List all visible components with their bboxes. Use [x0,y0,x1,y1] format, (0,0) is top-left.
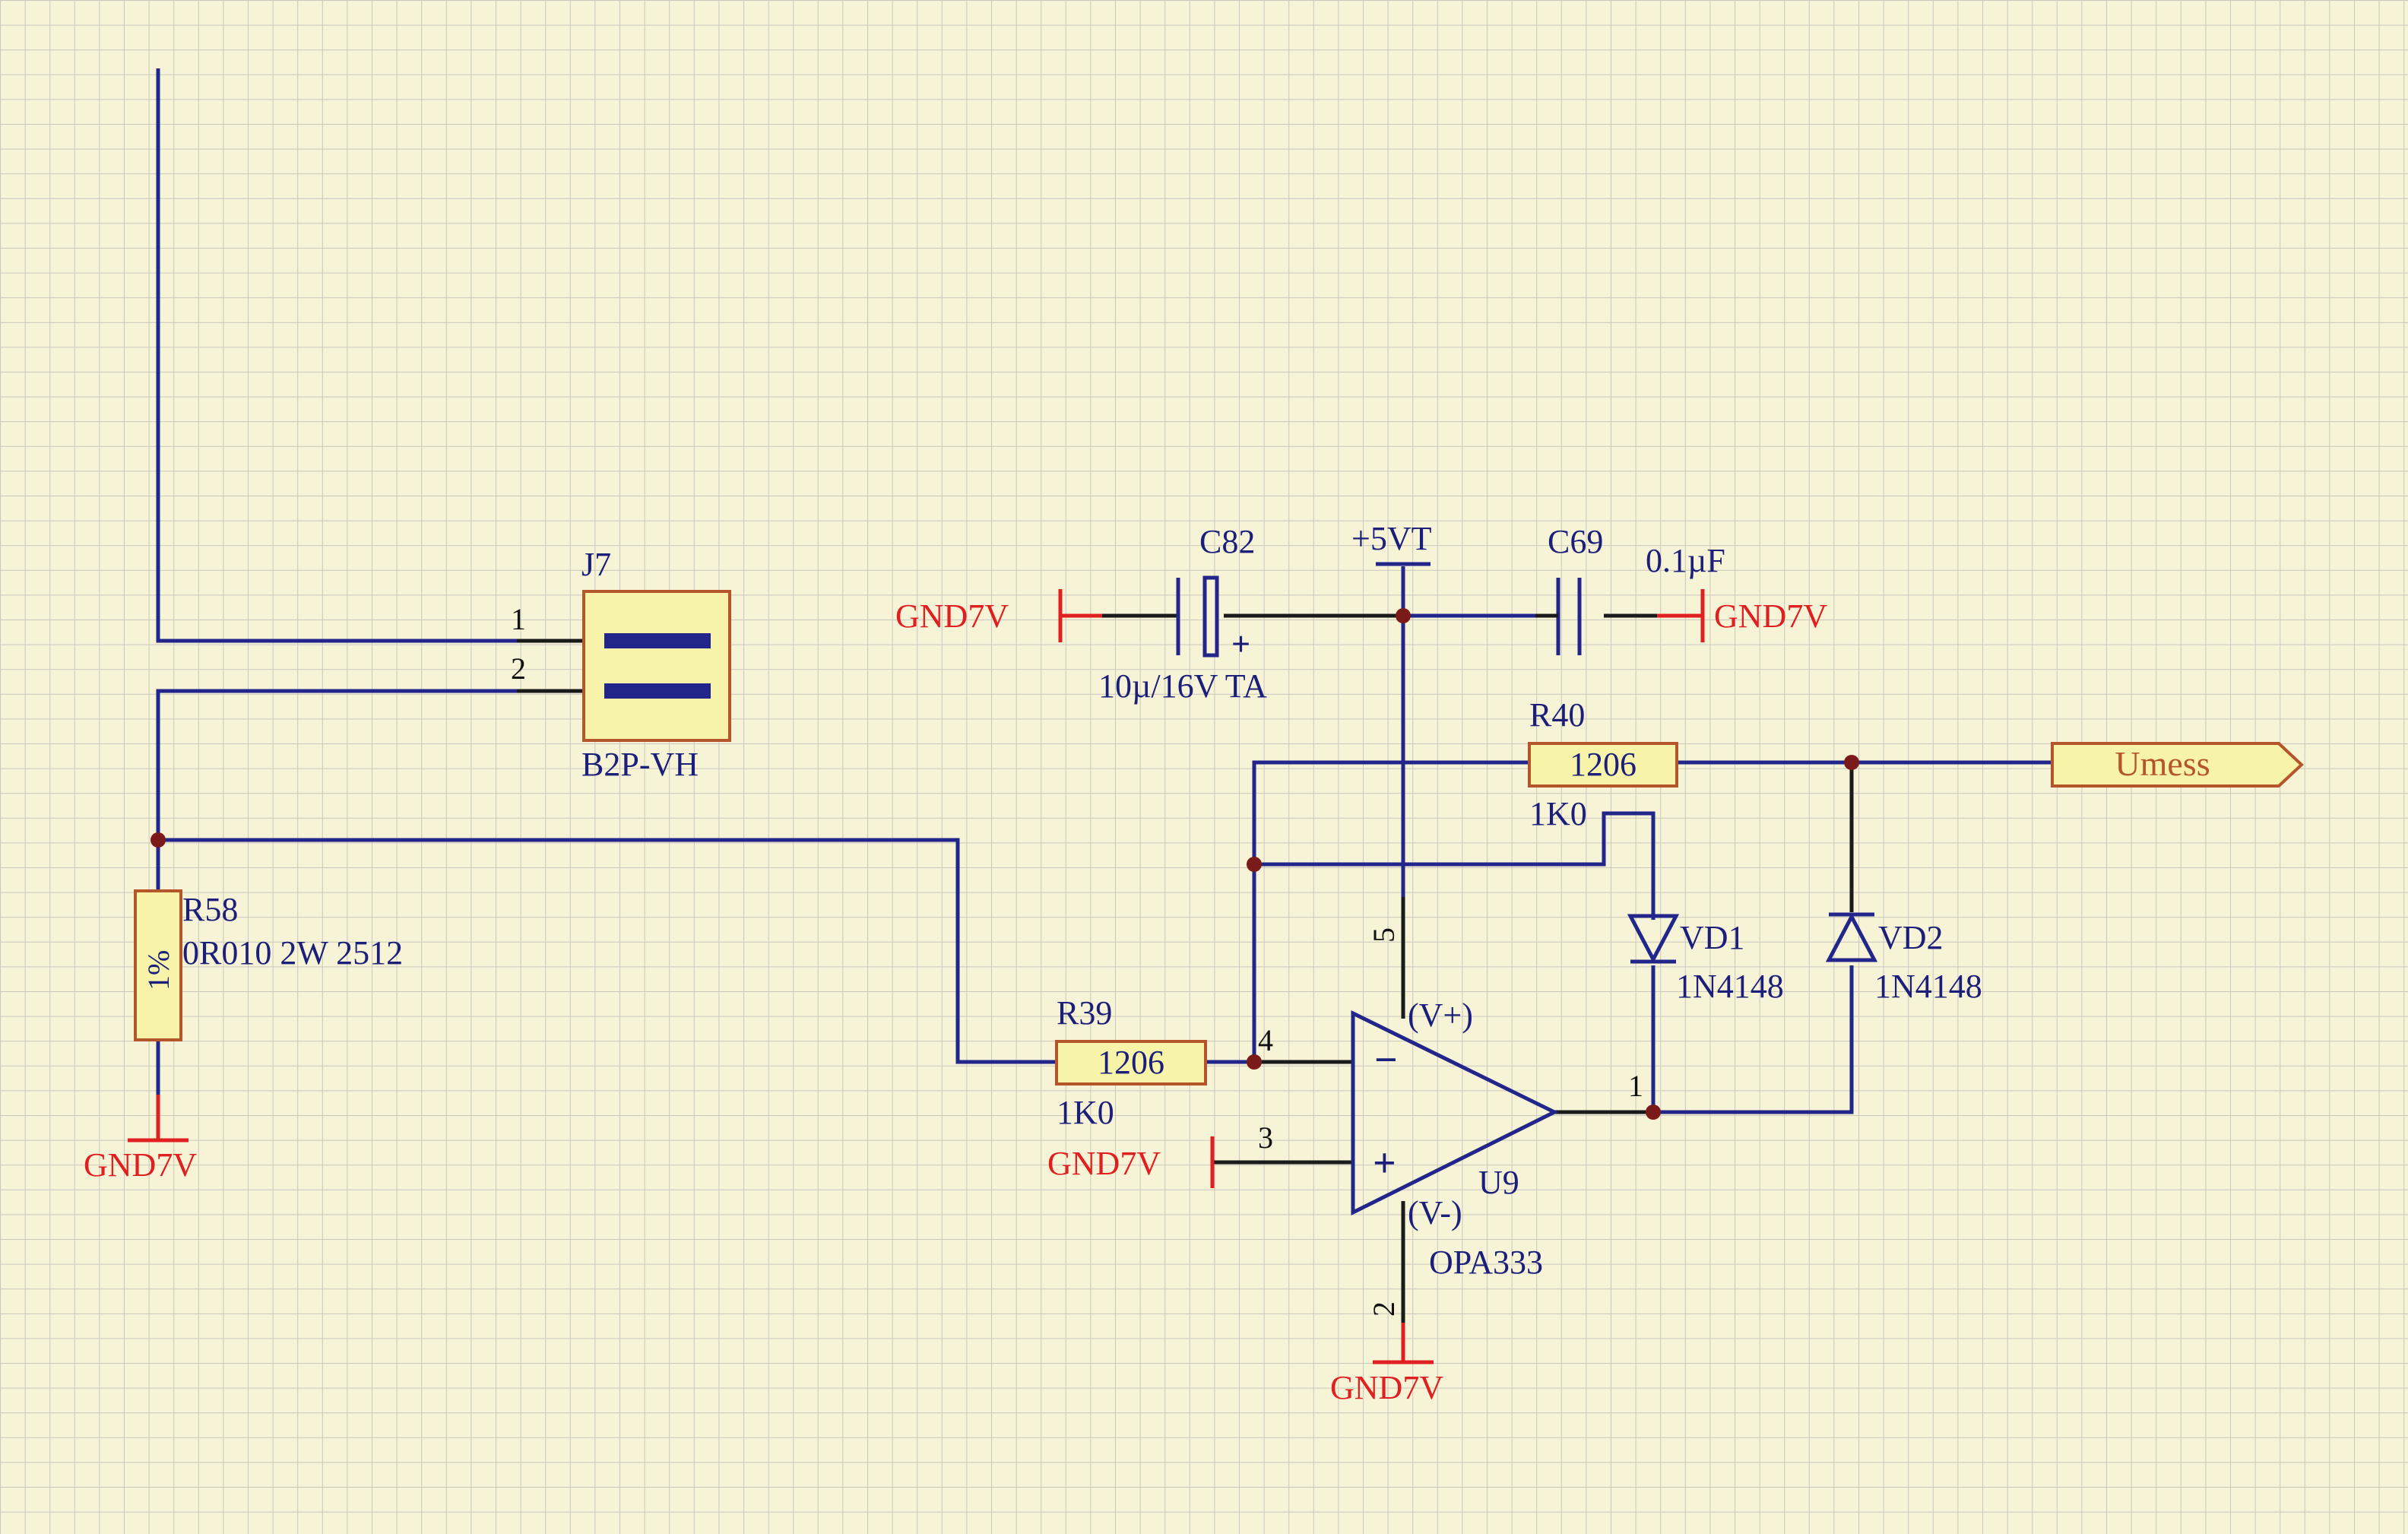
gnd-symbol-u9: GND7V [1330,1323,1443,1406]
r39-ref: R39 [1057,994,1112,1032]
r39-body [1055,1040,1207,1086]
u9-pin3: 3 [1258,1120,1273,1155]
diode-vd1[interactable]: VD1 1N4148 [1627,914,1784,1005]
wires [156,68,2052,1361]
resistor-r39[interactable]: 1206 R39 1K0 [1055,994,1207,1131]
diode-vd2[interactable]: VD2 1N4148 [1825,912,1982,1005]
vd2-ref: VD2 [1878,919,1944,956]
connector-j7[interactable]: J7 B2P-VH 1 2 [511,546,731,783]
gnd-label: GND7V [1047,1145,1161,1182]
junction-dot [1844,755,1859,770]
c82-polarity: + [1231,626,1250,663]
j7-body [582,590,731,742]
gnd-label: GND7V [1330,1369,1443,1406]
gnd-bar [128,1095,189,1143]
u9-value: OPA333 [1429,1244,1543,1281]
supply-label: +5VT [1351,520,1432,557]
u9-vminus-label: (V-) [1408,1194,1462,1231]
j7-pin2-number: 2 [511,651,526,686]
u9-triangle [1351,1009,1559,1216]
power-supply-5vt: +5VT [1351,520,1432,566]
gnd-label: GND7V [84,1146,197,1184]
r58-body-text: 1% [141,950,176,990]
j7-pin1-bar [604,633,711,648]
capacitor-c69[interactable]: C69 0.1µF [1535,523,1725,655]
r40-value: 1K0 [1529,795,1587,832]
gnd-symbol-c82: GND7V [895,589,1102,642]
vd2-triangle [1825,912,1878,962]
j7-value: B2P-VH [581,746,699,783]
junction-dot [150,832,166,848]
capacitor-c82[interactable]: + C82 10µ/16V TA [1098,523,1267,705]
j7-pin2-bar [604,683,711,699]
c69-ref: C69 [1548,523,1603,560]
vd2-value: 1N4148 [1874,968,1982,1005]
r58-value: 0R010 2W 2512 [182,934,403,971]
u9-plus-sign: + [1373,1140,1396,1186]
u9-pin2: 2 [1367,1301,1401,1317]
junction-dot [1396,608,1411,623]
gnd-label: GND7V [895,597,1009,635]
vd1-ref: VD1 [1680,919,1745,956]
u9-vplus-label: (V+) [1408,997,1473,1034]
junction-dot [1247,857,1262,872]
u9-pin1: 1 [1628,1069,1643,1103]
j7-pin1-number: 1 [511,602,526,636]
r39-value: 1K0 [1057,1094,1114,1131]
gnd-symbol-r58: GND7V [84,1095,197,1184]
wire-vd2-bottom [1653,965,1854,1114]
wire-j7-pin2 [156,689,517,840]
opamp-u9[interactable]: − + (V+) (V-) U9 OPA333 4 3 1 5 2 [1258,927,1643,1317]
gnd-label: GND7V [1714,597,1827,635]
wire-input-top [156,68,517,643]
wire-shunt-to-r39 [158,838,1057,1064]
vd1-value: 1N4148 [1676,968,1784,1005]
r40-ref: R40 [1529,696,1585,734]
u9-minus-sign: − [1374,1037,1398,1082]
port-shape [2051,742,2304,788]
wire-feedback-left [1252,760,1529,1062]
r58-ref: R58 [182,891,238,928]
junction-dot [1646,1105,1661,1120]
wire-feedback-vd1 [1254,811,1656,920]
resistor-r40[interactable]: 1206 R40 1K0 [1528,696,1678,832]
j7-ref: J7 [581,546,611,583]
c82-plate-right [1202,575,1219,658]
c69-value: 0.1µF [1646,542,1725,579]
u9-pin4: 4 [1258,1023,1273,1057]
c82-value: 10µ/16V TA [1098,667,1267,705]
r40-body [1528,742,1678,788]
c82-ref: C82 [1199,523,1255,560]
gnd-bar [1657,589,1705,642]
r39-body-text: 1206 [1098,1044,1164,1081]
port-umess[interactable]: Umess [2051,742,2304,788]
port-label: Umess [2115,744,2210,783]
r58-body [134,889,182,1041]
junction-dot [1247,1054,1262,1070]
u9-pin5: 5 [1367,927,1401,943]
resistor-r58[interactable]: 1% R58 0R010 2W 2512 [134,889,403,1041]
junctions [150,608,1859,1120]
gnd-bar [1373,1323,1434,1364]
r40-body-text: 1206 [1570,746,1636,783]
gnd-bar [1058,589,1102,642]
gnd-symbol-u9-in: GND7V [1047,1136,1215,1188]
gnd-symbol-c69: GND7V [1657,589,1827,642]
u9-ref: U9 [1478,1164,1519,1201]
vd1-triangle [1627,914,1680,964]
